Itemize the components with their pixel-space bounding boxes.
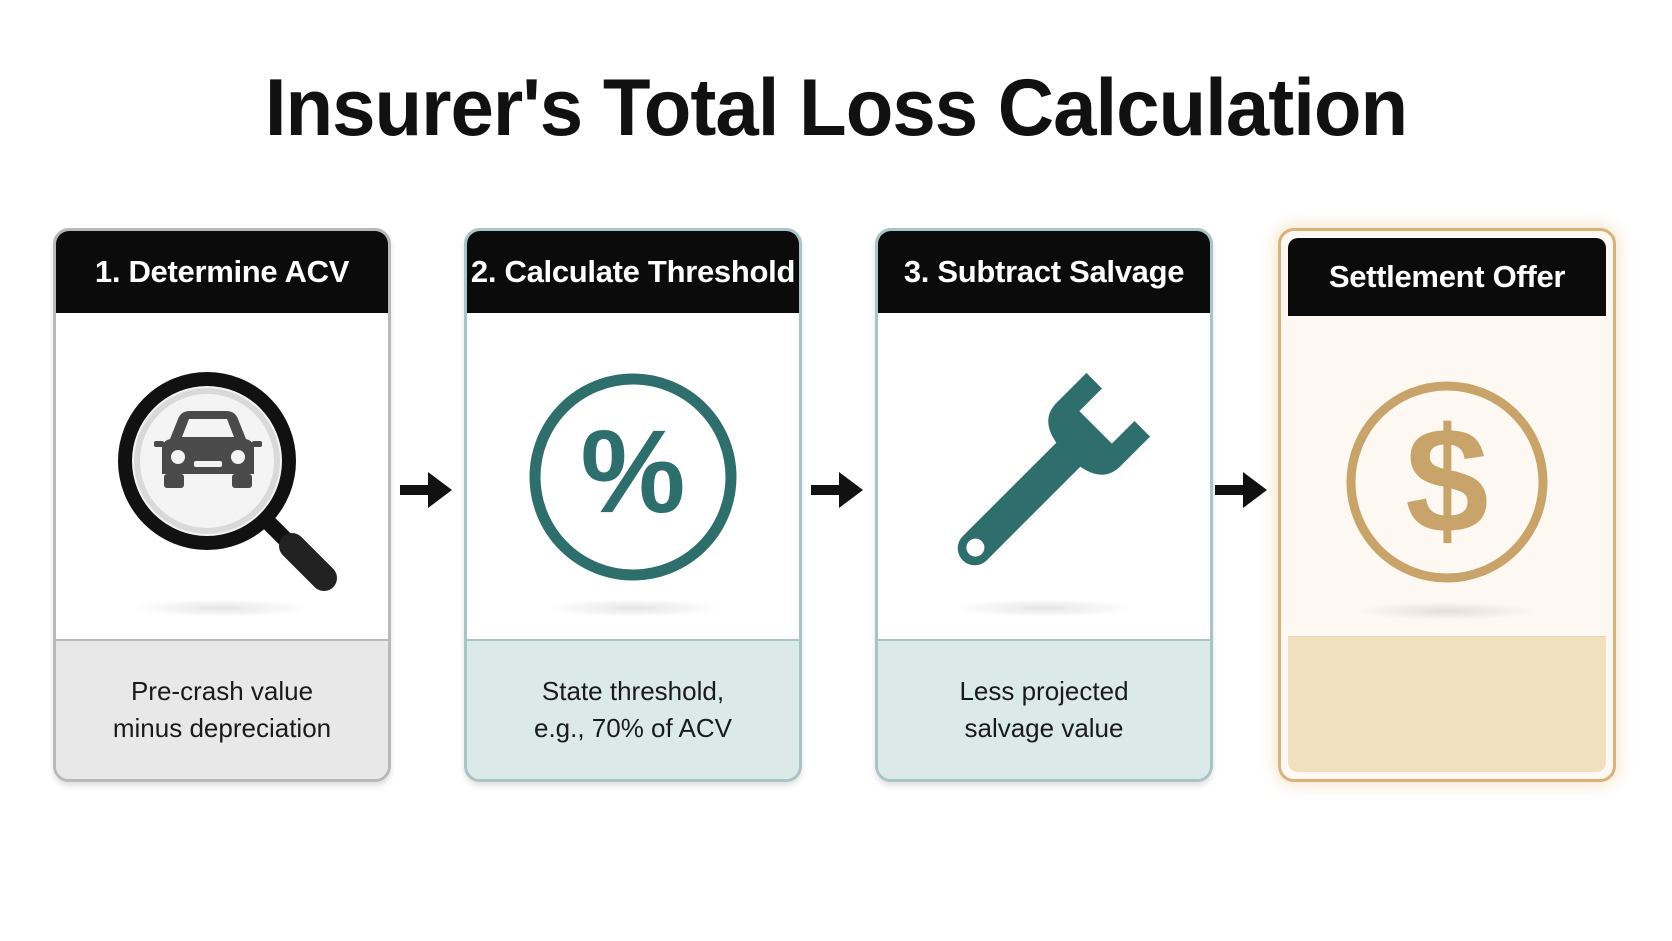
diagram-title: Insurer's Total Loss Calculation (264, 61, 1408, 153)
step-card-calculate-threshold: 2. Calculate Threshold % State threshold… (464, 228, 802, 782)
icon-shadow (954, 599, 1134, 617)
desc-line: e.g., 70% of ACV (533, 713, 732, 743)
step-icon-area: $ (1288, 316, 1606, 648)
step-card-determine-acv: 1. Determine ACV Pre-crash value minus d… (53, 228, 391, 782)
step-description-empty (1288, 636, 1606, 772)
svg-text:%: % (581, 406, 686, 538)
percent-circle-icon: % (529, 373, 737, 581)
step-icon-area (878, 313, 1210, 645)
step-icon-area (56, 313, 388, 645)
desc-line: State threshold, (541, 676, 725, 706)
step-icon-area: % (467, 313, 799, 645)
desc-line: Pre-crash value (130, 676, 314, 706)
step-description: Pre-crash value minus depreciation (56, 639, 388, 779)
step-header: Settlement Offer (1288, 238, 1606, 316)
arrow-right-icon (811, 472, 863, 508)
desc-line: minus depreciation (112, 713, 332, 743)
step-card-subtract-salvage: 3. Subtract Salvage Less projected salva… (875, 228, 1213, 782)
arrow-right-icon (1215, 472, 1267, 508)
step-header: 2. Calculate Threshold (467, 231, 799, 313)
step-header: 1. Determine ACV (56, 231, 388, 313)
desc-line: Less projected (959, 676, 1129, 706)
step-description: Less projected salvage value (878, 639, 1210, 779)
step-card-settlement-offer: Settlement Offer $ (1278, 228, 1616, 782)
dollar-coin-icon: $ (1346, 381, 1548, 583)
desc-line: salvage value (964, 713, 1124, 743)
icon-shadow (543, 599, 723, 617)
icon-shadow (1357, 602, 1537, 620)
step-header: 3. Subtract Salvage (878, 231, 1210, 313)
arrow-right-icon (400, 472, 452, 508)
wrench-icon (957, 372, 1151, 566)
step-description: State threshold, e.g., 70% of ACV (467, 639, 799, 779)
icon-shadow (132, 599, 312, 617)
svg-text:$: $ (1405, 396, 1488, 564)
magnifying-glass-car-icon (118, 372, 337, 591)
